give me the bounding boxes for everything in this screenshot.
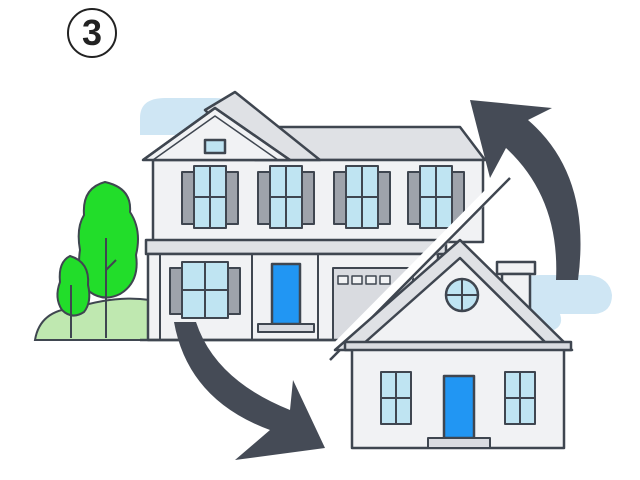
tree-icon [77, 180, 139, 338]
arrow-down-icon [174, 322, 325, 460]
upper-windows [181, 165, 465, 229]
small-house-door [442, 374, 476, 440]
arrow-up-icon [470, 100, 581, 280]
grass-hill [33, 297, 151, 341]
cloud-right [520, 275, 612, 332]
step-number-badge: 3 [67, 8, 117, 58]
large-house-door [270, 262, 302, 326]
small-house-icon [333, 238, 574, 450]
step-number: 3 [81, 12, 103, 53]
small-tree-icon [56, 254, 91, 338]
swap-arrows-icon [174, 100, 581, 460]
